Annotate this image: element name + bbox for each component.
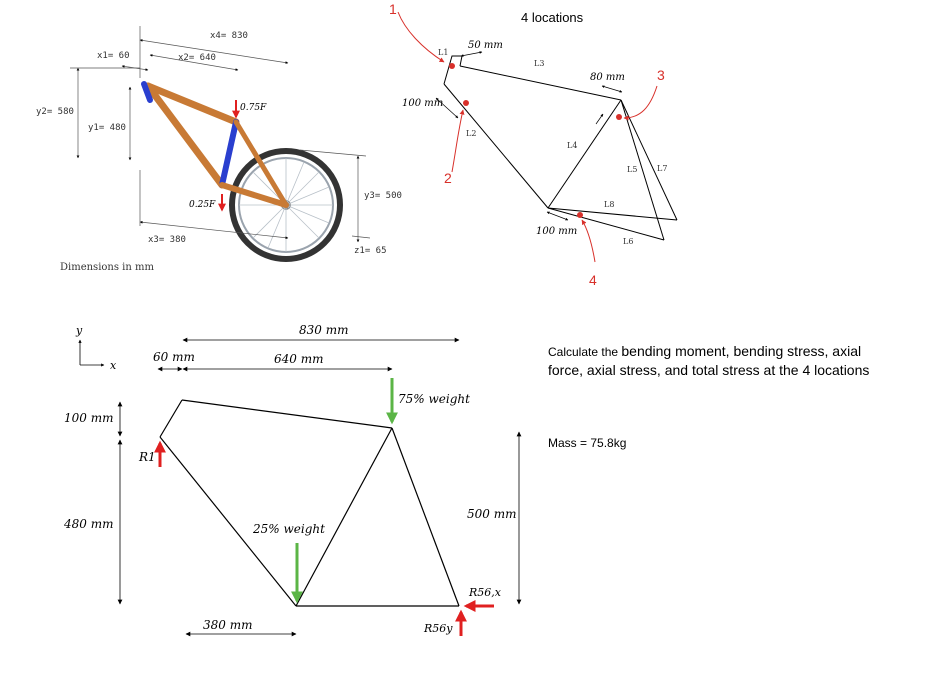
label-l4: L4: [567, 141, 577, 150]
dim-y3: y3= 500: [364, 191, 402, 201]
label-l5: L5: [627, 165, 637, 174]
label-l7: L7: [657, 164, 667, 173]
location-2-dot: [463, 100, 469, 106]
mark-1: 1: [389, 1, 397, 17]
task-text: Calculate the bending moment, bending st…: [548, 343, 869, 450]
dim-x4: x4= 830: [210, 31, 248, 41]
bike-caption: Dimensions in mm: [60, 262, 154, 273]
frame-diagram: y x 830 mm 640 mm 60 mm 100 mm 480 mm 50…: [63, 323, 522, 637]
task-line-2: force, axial stress, and total stress at…: [548, 362, 869, 378]
label-l3: L3: [534, 59, 544, 68]
mark-3: 3: [657, 67, 665, 83]
location-1-dot: [449, 63, 455, 69]
force-075-label: 0.75F: [240, 103, 267, 113]
load-25-label: 25% weight: [252, 522, 325, 536]
dim-60: 60 mm: [153, 350, 195, 364]
dim-80: 80 mm: [590, 72, 625, 83]
task-line-1-rest: bending moment, bending stress, axial: [621, 343, 861, 359]
axis-y-label: y: [75, 324, 83, 337]
frame-outline: [159, 399, 460, 607]
axis-x-label: x: [110, 359, 117, 372]
label-l6: L6: [623, 237, 633, 246]
dim-100-top: 100 mm: [402, 98, 443, 109]
label-l1: L1: [438, 48, 448, 57]
locations-frame-outline: [443, 55, 678, 241]
dim-380: 380 mm: [203, 618, 252, 632]
r1-label: R1: [138, 450, 156, 464]
locations-title: 4 locations: [521, 10, 584, 25]
dim-100-left: 100 mm: [64, 411, 113, 425]
rear-wheel-icon: [229, 148, 343, 262]
label-l8: L8: [604, 200, 614, 209]
dim-x3: x3= 380: [148, 235, 186, 245]
dim-y2: y2= 580: [36, 107, 74, 117]
dim-x2: x2= 640: [178, 53, 216, 63]
bike-frame-icon: [141, 81, 289, 208]
dim-640: 640 mm: [274, 352, 323, 366]
dim-50: 50 mm: [468, 40, 503, 51]
task-line-1: Calculate the bending moment, bending st…: [548, 343, 861, 359]
locations-diagram: 4 locations 50 mm 100 mm 80 mm 100 mm L1…: [389, 1, 678, 288]
dim-500: 500 mm: [467, 507, 516, 521]
r56x-label: R56,x: [468, 586, 502, 599]
dim-y1: y1= 480: [88, 123, 126, 133]
location-4-dot: [577, 212, 583, 218]
r56y-label: R56y: [423, 622, 453, 635]
location-3-dot: [616, 114, 622, 120]
mark-4: 4: [589, 272, 597, 288]
mark-2: 2: [444, 170, 452, 186]
dim-x1: x1= 60: [97, 51, 130, 61]
dim-480: 480 mm: [63, 517, 113, 531]
dim-830: 830 mm: [299, 323, 348, 337]
dim-z1: z1= 65: [354, 246, 387, 256]
label-l2: L2: [466, 129, 476, 138]
load-75-label: 75% weight: [398, 392, 470, 406]
dim-100-bottom: 100 mm: [536, 226, 577, 237]
force-025-label: 0.25F: [189, 200, 216, 210]
xy-axes-icon: [78, 339, 105, 367]
task-line-1-prefix: Calculate the: [548, 345, 621, 359]
mass-label: Mass = 75.8kg: [548, 436, 626, 450]
bike-photo: 0.75F 0.25F x4= 830 x1= 60 x2= 640 y2= 5…: [36, 26, 402, 273]
